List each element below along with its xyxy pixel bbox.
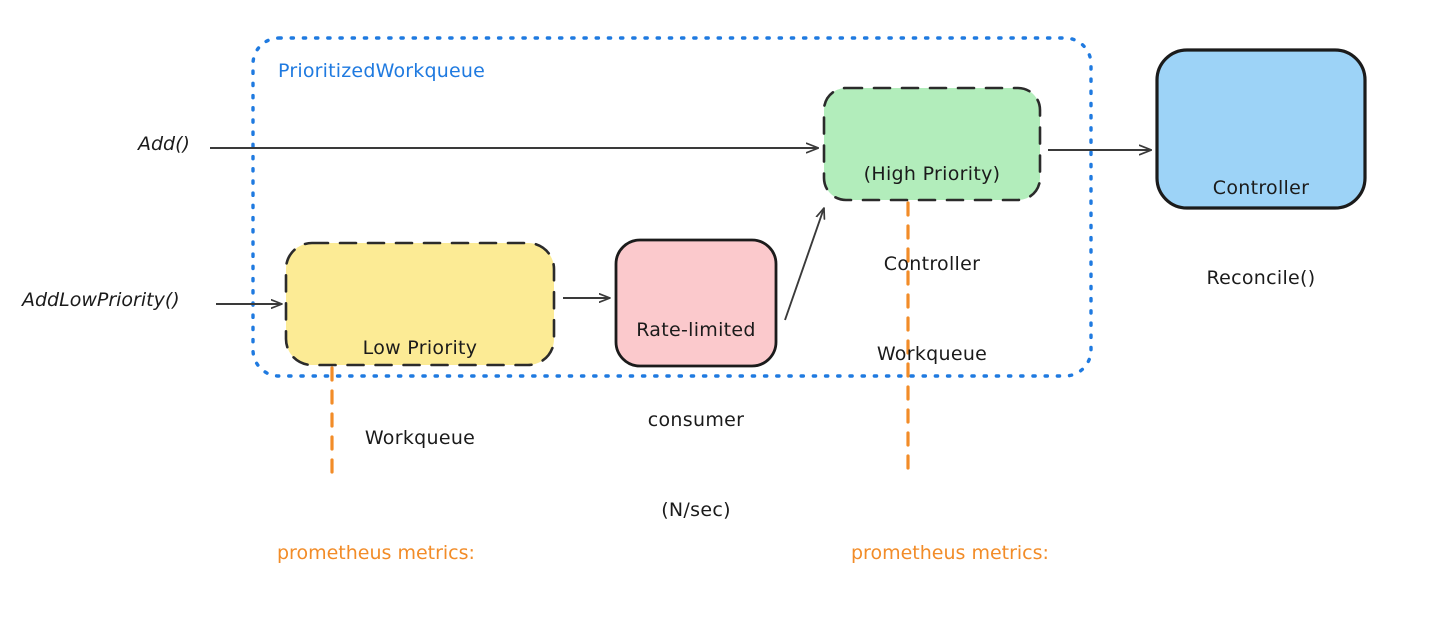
edge-rate-limited-to-high-priority xyxy=(784,208,824,321)
metrics-note-high-priority: prometheus metrics: - workqueue depth - … xyxy=(851,481,1107,617)
high-priority-controller-workqueue-box xyxy=(822,86,1042,202)
entry-label-add: Add() xyxy=(138,133,190,155)
rate-limited-consumer-box xyxy=(614,238,778,368)
low-priority-workqueue-box xyxy=(284,241,556,367)
metrics-high-line-1: prometheus metrics: xyxy=(851,542,1049,564)
prioritized-workqueue-group-border xyxy=(251,36,1093,378)
prioritized-workqueue-group-label: PrioritizedWorkqueue xyxy=(278,60,486,82)
entry-label-add-low-priority: AddLowPriority() xyxy=(22,289,180,311)
controller-reconcile-box xyxy=(1155,48,1367,210)
metrics-note-low-priority: prometheus metrics: - workqueue depth - … xyxy=(277,481,533,617)
metrics-low-line-1: prometheus metrics: xyxy=(277,542,475,564)
